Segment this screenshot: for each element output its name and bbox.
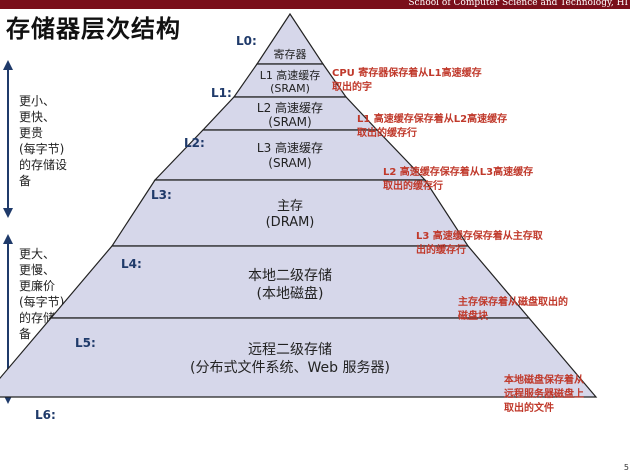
tier-l6-name: 远程二级存储	[248, 342, 332, 358]
note-l2: L2 高速缓存保存着从L3高速缓存 取出的缓存行	[383, 166, 533, 194]
note-l3: L3 高速缓存保存着从主存取 出的缓存行	[416, 230, 543, 258]
tier-l2-type: (SRAM)	[268, 115, 311, 129]
side-text-line: 更廉价	[19, 279, 56, 293]
side-text-line: 更大、	[19, 247, 56, 261]
note-l1: L1 高速缓存保存着从L2高速缓存 取出的缓存行	[357, 113, 507, 141]
tier-l4-name: 主存	[277, 199, 303, 214]
side-text-line: 备	[19, 174, 32, 188]
side-text-line: 更慢、	[19, 263, 56, 277]
header-bar: School of Computer Science and Technolog…	[0, 0, 630, 9]
tier-l6-type: (分布式文件系统、Web 服务器)	[190, 360, 390, 376]
header-text: School of Computer Science and Technolog…	[408, 0, 628, 8]
note-line: 取出的文件	[504, 403, 554, 414]
note-line: L2 高速缓存保存着从L3高速缓存	[383, 167, 534, 178]
upper-side-arrow-icon	[3, 60, 13, 218]
note-line: L3 高速缓存保存着从主存取	[416, 231, 543, 242]
level-label-l0: L0:	[236, 34, 257, 48]
note-line: 取出的缓存行	[383, 181, 443, 192]
note-l5: 本地磁盘保存着从 远程服务器磁盘上 取出的文件	[504, 374, 584, 416]
level-label-l4: L4:	[121, 257, 142, 271]
side-text-line: 更小、	[19, 94, 56, 108]
note-l0: CPU 寄存器保存着从L1高速缓存 取出的字	[332, 67, 482, 95]
tier-l3-type: (SRAM)	[268, 156, 311, 170]
tier-l0-name: 寄存器	[274, 47, 307, 61]
note-line: L1 高速缓存保存着从L2高速缓存	[357, 114, 508, 125]
note-line: 出的缓存行	[416, 245, 466, 256]
note-line: CPU 寄存器保存着从L1高速缓存	[332, 68, 482, 79]
side-text-line: 备	[19, 327, 32, 341]
side-text-line: (每字节)	[19, 295, 65, 309]
tier-l1-type: (SRAM)	[270, 82, 310, 95]
note-l4: 主存保存着从磁盘取出的 磁盘块	[458, 296, 568, 324]
tier-l5-type: (本地磁盘)	[257, 285, 324, 302]
tier-l3-name: L3 高速缓存	[257, 140, 323, 155]
note-line: 远程服务器磁盘上	[504, 389, 584, 400]
side-text-line: 更快、	[19, 110, 56, 124]
tier-l1-name: L1 高速缓存	[260, 68, 321, 82]
note-line: 磁盘块	[458, 311, 488, 322]
tier-l5-name: 本地二级存储	[248, 268, 332, 284]
note-line: 主存保存着从磁盘取出的	[458, 297, 568, 308]
level-label-l3: L3:	[151, 188, 172, 202]
tier-l2-name: L2 高速缓存	[257, 100, 323, 115]
level-label-l2: L2:	[184, 136, 205, 150]
side-text-line: 的存储设	[19, 158, 68, 172]
level-label-l5: L5:	[75, 336, 96, 350]
note-line: 本地磁盘保存着从	[504, 375, 584, 386]
side-text-line: (每字节)	[19, 142, 65, 156]
tier-l4-type: (DRAM)	[266, 215, 315, 230]
level-label-l1: L1:	[211, 86, 232, 100]
side-text-bottom: 更大、 更慢、 更廉价 (每字节) 的存储设 备	[19, 246, 67, 342]
page-number: 5	[623, 463, 629, 472]
tier-l6	[0, 317, 598, 398]
side-text-line: 更贵	[19, 126, 44, 140]
level-label-l6: L6:	[35, 408, 56, 422]
page-title: 存储器层次结构	[6, 15, 181, 43]
note-line: 取出的缓存行	[357, 128, 417, 139]
side-text-top: 更小、 更快、 更贵 (每字节) 的存储设 备	[19, 93, 67, 189]
note-line: 取出的字	[332, 82, 372, 93]
